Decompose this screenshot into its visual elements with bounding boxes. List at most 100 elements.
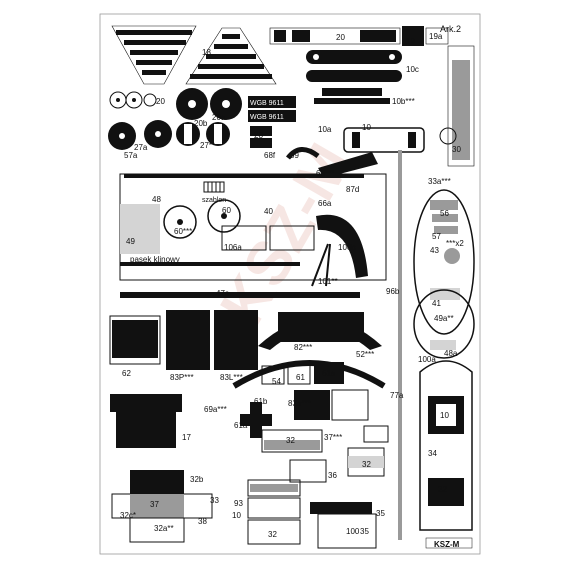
part-number-label: 19a bbox=[429, 32, 443, 41]
part-szablon bbox=[203, 181, 225, 193]
part-31 bbox=[314, 88, 390, 104]
part-32-35-bottom bbox=[310, 502, 377, 549]
plate-label-1: WGB 9611 bbox=[250, 100, 284, 107]
part-number-label: 49a** bbox=[434, 314, 454, 323]
part-number-label: 30 bbox=[452, 145, 461, 154]
part-62 bbox=[109, 315, 161, 365]
part-number-label: 27** bbox=[200, 141, 215, 150]
part-number-label: 10b*** bbox=[392, 97, 415, 106]
part-number-label: 41 bbox=[432, 299, 441, 308]
part-number-label: 32a** bbox=[154, 524, 174, 533]
part-number-label: 82*** bbox=[294, 343, 312, 352]
part-number-label: 32c* bbox=[120, 511, 136, 520]
part-number-label: 27a bbox=[134, 143, 148, 152]
part-10-35 bbox=[247, 479, 301, 545]
part-52-arch bbox=[232, 360, 386, 389]
part-number-label: 33 bbox=[210, 496, 219, 505]
part-number-label: 83L*** bbox=[220, 373, 243, 382]
part-60-steering bbox=[163, 199, 241, 239]
part-82-arch bbox=[258, 312, 382, 350]
part-number-label: 31 bbox=[334, 97, 343, 106]
part-number-label: 48a bbox=[444, 349, 458, 358]
part-number-label: 59 bbox=[290, 151, 299, 160]
part-number-label: 61b bbox=[254, 397, 268, 406]
part-number-label: 93 bbox=[234, 499, 243, 508]
part-59 bbox=[286, 147, 320, 160]
part-68 bbox=[318, 152, 378, 178]
part-number-label: 61 bbox=[296, 373, 305, 382]
part-number-label: 106a bbox=[224, 243, 242, 252]
part-number-label: 10a bbox=[318, 125, 332, 134]
part-10-frame bbox=[343, 127, 457, 153]
part-number-label: 20 bbox=[156, 97, 165, 106]
part-number-label: 100a bbox=[418, 355, 436, 364]
part-number-label: 37*** bbox=[324, 433, 342, 442]
part-number-label: 60 bbox=[222, 206, 231, 215]
part-number-label: 47a bbox=[216, 289, 230, 298]
part-number-label: 48 bbox=[152, 195, 161, 204]
part-number-label: 35 bbox=[376, 509, 385, 518]
publisher-logo-text: KSZ-M bbox=[434, 540, 460, 549]
part-number-label: 83a*** bbox=[288, 399, 311, 408]
part-10c bbox=[306, 50, 402, 82]
part-36-cluster bbox=[111, 470, 213, 543]
sheet-border bbox=[99, 13, 481, 555]
part-number-label: 10 bbox=[440, 411, 449, 420]
part-106a bbox=[221, 225, 315, 251]
part-number-label: 10 bbox=[362, 123, 371, 132]
part-number-label: 20b bbox=[194, 119, 208, 128]
part-27a bbox=[108, 120, 172, 150]
part-number-label: 32 bbox=[362, 460, 371, 469]
part-83P-83L bbox=[166, 310, 258, 370]
part-number-label: 38 bbox=[198, 517, 207, 526]
part-number-label: 61a bbox=[322, 369, 336, 378]
part-18-stripes bbox=[111, 25, 277, 85]
part-number-label: 68*** bbox=[316, 169, 334, 178]
part-number-label: 19 bbox=[406, 37, 415, 46]
part-number-label: 18 bbox=[202, 48, 211, 57]
part-number-label: 60*** bbox=[174, 227, 192, 236]
szablon-label: szablon bbox=[202, 197, 226, 204]
part-number-label: 36 bbox=[328, 471, 337, 480]
part-number-label: 32 bbox=[286, 436, 295, 445]
part-number-label: 87d bbox=[346, 185, 359, 194]
part-34-93-shield bbox=[419, 360, 473, 531]
part-number-label: 32 bbox=[438, 485, 447, 494]
part-number-label: 69a*** bbox=[204, 405, 227, 414]
part-number-label: 49 bbox=[126, 237, 135, 246]
part-pasek bbox=[120, 262, 360, 298]
part-number-label: 10c bbox=[406, 65, 419, 74]
part-number-label: 57a bbox=[124, 151, 138, 160]
part-number-label: 77a bbox=[390, 391, 404, 400]
part-number-label: 101** bbox=[318, 277, 338, 286]
ksz-logo bbox=[425, 537, 473, 549]
plate-label-2: WGB 9611 bbox=[250, 114, 284, 121]
oval-top bbox=[413, 189, 475, 335]
part-20b-20a bbox=[176, 88, 242, 120]
part-54-61 bbox=[261, 362, 344, 385]
part-number-label: 96b bbox=[386, 287, 400, 296]
part-number-label: 20 bbox=[336, 33, 345, 42]
part-number-label: 33a*** bbox=[428, 177, 451, 186]
part-32-blocks bbox=[261, 429, 385, 477]
part-106b bbox=[316, 214, 368, 278]
part-number-label: 34 bbox=[428, 449, 437, 458]
part-number-label: 52*** bbox=[356, 350, 374, 359]
part-61b bbox=[240, 402, 272, 438]
pasek-label: pasek klinowy bbox=[130, 255, 180, 264]
part-number-label: 40 bbox=[264, 207, 273, 216]
part-27 bbox=[176, 122, 230, 146]
part-83a bbox=[294, 389, 369, 421]
part-28 bbox=[250, 126, 272, 148]
part-number-label: 100 bbox=[346, 527, 360, 536]
part-number-label: 10 bbox=[232, 511, 241, 520]
part-49 bbox=[120, 204, 160, 254]
part-number-label: 57 bbox=[432, 232, 441, 241]
part-number-label: 68f bbox=[264, 151, 276, 160]
part-77a-bar bbox=[398, 150, 402, 540]
part-number-label: 62 bbox=[122, 369, 131, 378]
oval-bottom bbox=[413, 289, 475, 359]
part-number-label: 54 bbox=[272, 377, 281, 386]
